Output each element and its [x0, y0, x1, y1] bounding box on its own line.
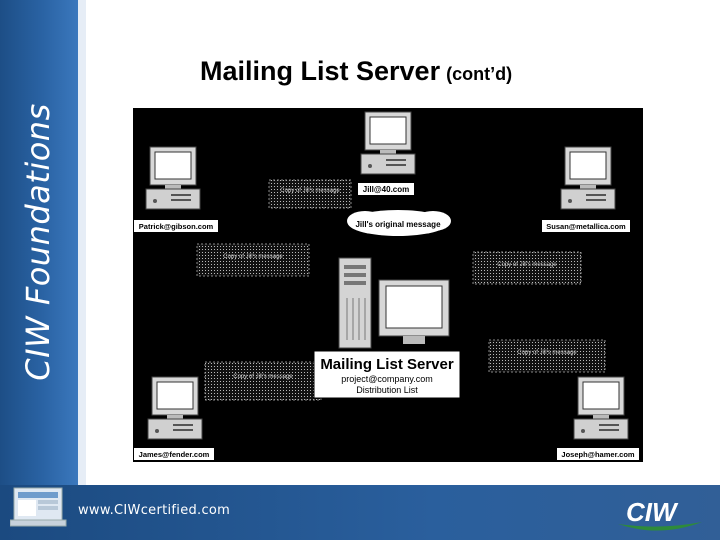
title-main: Mailing List Server [200, 56, 441, 86]
copy-bubble-left: Copy of Jill's message [196, 243, 310, 277]
server-label-box: Mailing List Server project@company.com … [313, 350, 461, 399]
client-address-right: Susan@metallica.com [546, 222, 626, 231]
brand-vertical-text: CIW Foundations [19, 103, 57, 381]
computer-icon-bottom-right [573, 376, 629, 440]
server-address: project@company.com [341, 374, 433, 384]
copy-label-bottom-left: Copy of Jill's message [233, 374, 293, 380]
computer-icon-right [560, 146, 616, 210]
server-icon [338, 257, 450, 349]
sidebar-band [0, 0, 78, 540]
logo-text: CIW [626, 497, 679, 527]
title-suffix: (cont’d) [446, 64, 513, 84]
client-address-bottom-right: Joseph@hamer.com [561, 450, 635, 459]
original-message-label: Jill's original message [355, 220, 441, 229]
client-label-top: Jill@40.com [358, 183, 414, 195]
copy-bubble-right: Copy of Jill's message [472, 251, 582, 285]
client-label-bottom-left: James@fender.com [134, 448, 214, 460]
copy-bubble-bottom-left: Copy of Jill's message [204, 361, 322, 401]
copy-label-right: Copy of Jill's message [497, 262, 557, 268]
client-address-left: Patrick@gibson.com [139, 222, 214, 231]
computer-icon-bottom-left [147, 376, 203, 440]
copy-label-top: Copy of Jill's message [280, 188, 340, 194]
client-address-bottom-left: James@fender.com [139, 450, 210, 459]
client-address-top: Jill@40.com [363, 185, 410, 194]
copy-bubble-top: Copy of Jill's message [268, 179, 352, 209]
original-message-cloud: Jill's original message [347, 210, 451, 236]
laptop-icon [9, 486, 68, 537]
copy-label-bottom-right: Copy of Jill's message [517, 350, 577, 356]
copy-label-left: Copy of Jill's message [223, 254, 283, 260]
computer-icon-left [145, 146, 201, 210]
client-label-bottom-right: Joseph@hamer.com [557, 448, 639, 460]
network-diagram: Copy of Jill's message Copy of Jill's me… [133, 108, 643, 462]
copy-bubble-bottom-right: Copy of Jill's message [488, 339, 606, 373]
sidebar-stripe [78, 0, 86, 485]
computer-icon-top [360, 111, 416, 175]
client-label-right: Susan@metallica.com [542, 220, 630, 232]
footer-bar [0, 485, 720, 540]
server-name: Mailing List Server [320, 356, 454, 373]
server-subtitle: Distribution List [356, 385, 418, 395]
slide-title: Mailing List Server(cont’d) [200, 56, 512, 87]
footer-url[interactable]: www.CIWcertified.com [78, 503, 231, 518]
ciw-logo: CIW [612, 494, 708, 539]
client-label-left: Patrick@gibson.com [134, 220, 218, 232]
